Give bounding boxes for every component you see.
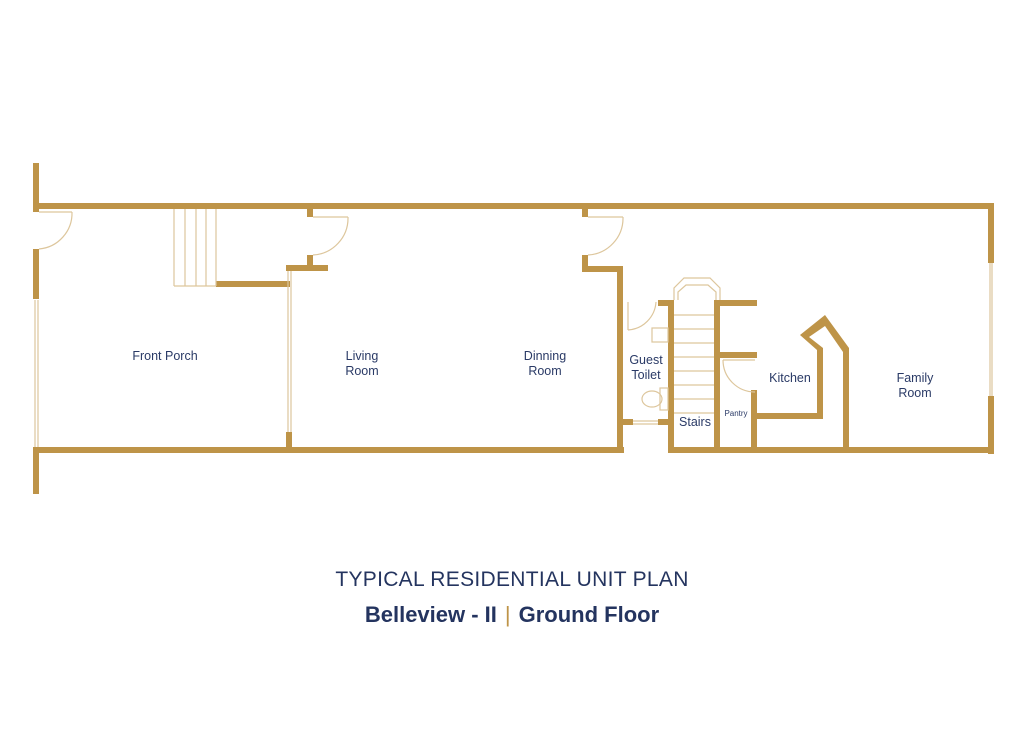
room-label-guest: Guest — [629, 353, 663, 367]
room-label-dinning: Dinning — [524, 349, 566, 363]
room-label-toilet: Toilet — [631, 368, 661, 382]
plan-title: TYPICAL RESIDENTIAL UNIT PLAN — [335, 568, 689, 591]
room-label-stairs: Stairs — [679, 415, 711, 429]
room-label-front-porch: Front Porch — [132, 349, 197, 363]
room-labels: Front Porch Living Room Dinning Room Gue… — [132, 349, 934, 429]
project-name: Belleview - II — [364, 602, 497, 627]
room-label-pantry: Pantry — [724, 409, 747, 418]
windows-doors-stairs — [34, 209, 993, 447]
room-label-dinning-2: Room — [528, 364, 561, 378]
room-label-living-2: Room — [345, 364, 378, 378]
floor-plan: Front Porch Living Room Dinning Room Gue… — [33, 163, 994, 494]
plan-subtitle: Belleview - II | Ground Floor — [0, 602, 1024, 628]
walls — [33, 163, 994, 494]
title-separator: | — [504, 602, 511, 627]
room-label-living: Living — [346, 349, 379, 363]
room-label-kitchen: Kitchen — [769, 371, 811, 385]
floor-name: Ground Floor — [518, 602, 660, 627]
room-label-family-2: Room — [898, 386, 931, 400]
room-label-family: Family — [897, 371, 935, 385]
